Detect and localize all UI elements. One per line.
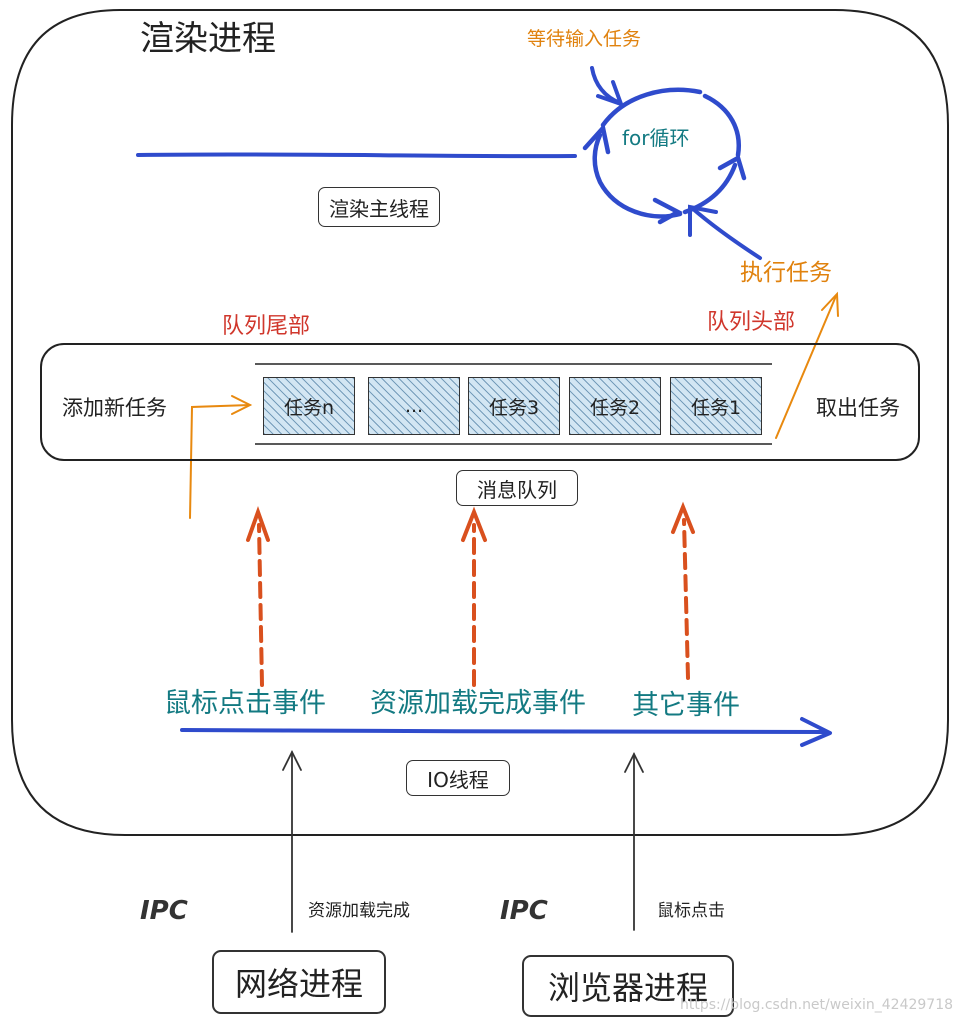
ipc-tag-network: IPC bbox=[140, 896, 188, 926]
io-thread-line bbox=[180, 728, 826, 734]
add-task-label: 添加新任务 bbox=[62, 396, 167, 420]
render-process-title: 渲染进程 bbox=[140, 19, 276, 59]
task-2: 任务2 bbox=[569, 377, 661, 435]
execute-task-label: 执行任务 bbox=[740, 260, 832, 286]
ipc-message-resource-loaded: 资源加载完成 bbox=[308, 901, 410, 921]
io-thread-label: IO线程 bbox=[406, 760, 510, 796]
ipc-message-mouse-click: 鼠标点击 bbox=[657, 901, 725, 921]
queue-head-label: 队列头部 bbox=[707, 310, 796, 335]
ipc-arrows bbox=[282, 749, 644, 933]
watermark: https://blog.csdn.net/weixin_42429718 bbox=[680, 997, 954, 1013]
wait-input-arrow bbox=[590, 66, 625, 108]
task-1: 任务1 bbox=[670, 377, 762, 435]
event-other: 其它事件 bbox=[632, 690, 740, 721]
io-thread-arrowhead bbox=[800, 717, 832, 747]
task-3: 任务3 bbox=[468, 377, 560, 435]
browser-process-box: 浏览器进程 bbox=[522, 955, 734, 1017]
wait-input-label: 等待输入任务 bbox=[527, 28, 642, 50]
message-queue-label: 消息队列 bbox=[456, 470, 578, 506]
event-mouse-click: 鼠标点击事件 bbox=[164, 688, 326, 719]
task-ellipsis: ... bbox=[368, 377, 460, 435]
event-arrows bbox=[246, 501, 695, 687]
ipc-tag-browser: IPC bbox=[500, 896, 548, 926]
for-loop-cycle bbox=[582, 87, 747, 225]
event-resource-loaded: 资源加载完成事件 bbox=[370, 688, 586, 719]
take-task-arrow bbox=[775, 291, 839, 439]
render-process-border bbox=[11, 9, 949, 836]
execute-task-arrow bbox=[688, 204, 762, 260]
queue-tail-label: 队列尾部 bbox=[222, 314, 311, 339]
add-task-arrow bbox=[189, 395, 253, 519]
take-task-label: 取出任务 bbox=[816, 396, 900, 420]
main-thread-label: 渲染主线程 bbox=[318, 187, 440, 227]
task-n: 任务n bbox=[263, 377, 355, 435]
for-loop-label: for循环 bbox=[622, 126, 690, 150]
network-process-box: 网络进程 bbox=[212, 950, 386, 1014]
message-queue-box bbox=[40, 343, 920, 461]
main-thread-line bbox=[136, 152, 577, 159]
